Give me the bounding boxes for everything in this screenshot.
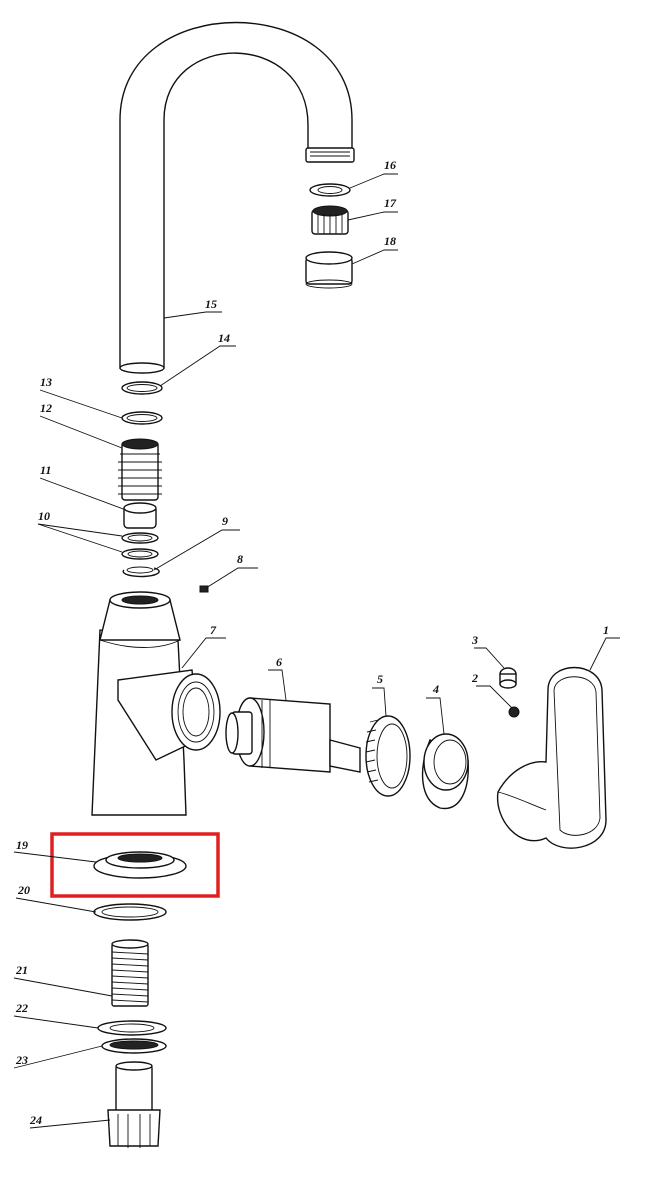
part-11-sleeve (123, 502, 157, 529)
callout-24: 24 (29, 1113, 42, 1127)
callout-23: 23 (15, 1053, 28, 1067)
callout-15: 15 (205, 297, 217, 311)
callout-7: 7 (210, 623, 217, 637)
callout-3: 3 (471, 633, 478, 647)
callout-5: 5 (377, 672, 383, 686)
callout-17: 17 (384, 196, 397, 210)
part-5-threaded-nut (365, 715, 411, 797)
callout-9: 9 (222, 514, 228, 528)
part-4-cover-cap (421, 733, 469, 810)
part-15-spout (119, 21, 355, 374)
callout-10: 10 (38, 509, 50, 523)
part-3-button (499, 667, 517, 689)
callout-21: 21 (15, 963, 28, 977)
part-20-gasket (93, 903, 167, 921)
part-17-aerator-insert (311, 205, 349, 235)
part-19-base-flange (93, 851, 187, 879)
callout-2: 2 (471, 671, 478, 685)
part-13-o-ring (121, 411, 163, 425)
part-7-faucet-body (91, 591, 221, 816)
callout-1: 1 (603, 623, 609, 637)
callout-16: 16 (384, 158, 396, 172)
callout-14: 14 (218, 331, 230, 345)
part-6-cartridge (225, 697, 361, 773)
callout-4: 4 (432, 682, 439, 696)
callout-22: 22 (15, 1001, 28, 1015)
callout-12: 12 (40, 401, 52, 415)
part-18-aerator-housing (305, 251, 353, 289)
callout-11: 11 (40, 463, 51, 477)
part-9-circlip (122, 566, 160, 578)
callout-19: 19 (16, 838, 28, 852)
part-23-washer (101, 1038, 167, 1054)
part-2-screw (508, 706, 520, 718)
callout-13: 13 (40, 375, 52, 389)
callout-18: 18 (384, 234, 396, 248)
part-10-rings (121, 532, 159, 560)
part-24-mounting-nut (107, 1061, 161, 1148)
part-12-threaded-connector (118, 438, 162, 501)
part-8-set-screw (199, 585, 209, 593)
highlight-box (50, 832, 220, 898)
callout-20: 20 (17, 883, 30, 897)
part-14-o-ring (121, 381, 163, 395)
part-1-lever-handle (496, 666, 607, 849)
part-22-washer (97, 1020, 167, 1036)
callout-8: 8 (237, 552, 243, 566)
part-16-washer (309, 183, 351, 197)
callout-6: 6 (276, 655, 282, 669)
part-21-threaded-shank (111, 939, 149, 1007)
